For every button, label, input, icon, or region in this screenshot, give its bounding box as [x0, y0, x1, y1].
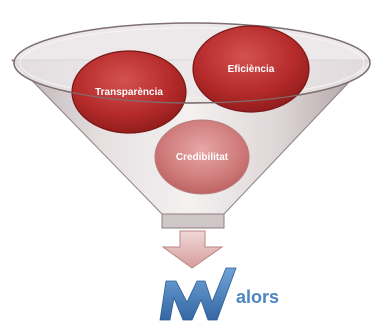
circle-label-eficiencia: Eficiència	[228, 64, 275, 75]
circle-label-transparencia: Transparència	[95, 87, 163, 98]
circle-credibilitat: Credibilitat	[154, 119, 250, 195]
funnel-rim-front	[13, 62, 371, 104]
circle-label-credibilitat: Credibilitat	[176, 152, 229, 163]
circle-transparencia: Transparència	[71, 50, 187, 134]
down-arrow-icon	[161, 230, 224, 269]
logo-mark	[159, 267, 237, 321]
circle-eficiencia: Eficiència	[192, 25, 310, 113]
funnel-rim-inner	[19, 27, 365, 99]
funnel-spout	[161, 213, 225, 229]
logo-valors: alors	[159, 267, 279, 321]
logo-text: alors	[236, 287, 279, 307]
